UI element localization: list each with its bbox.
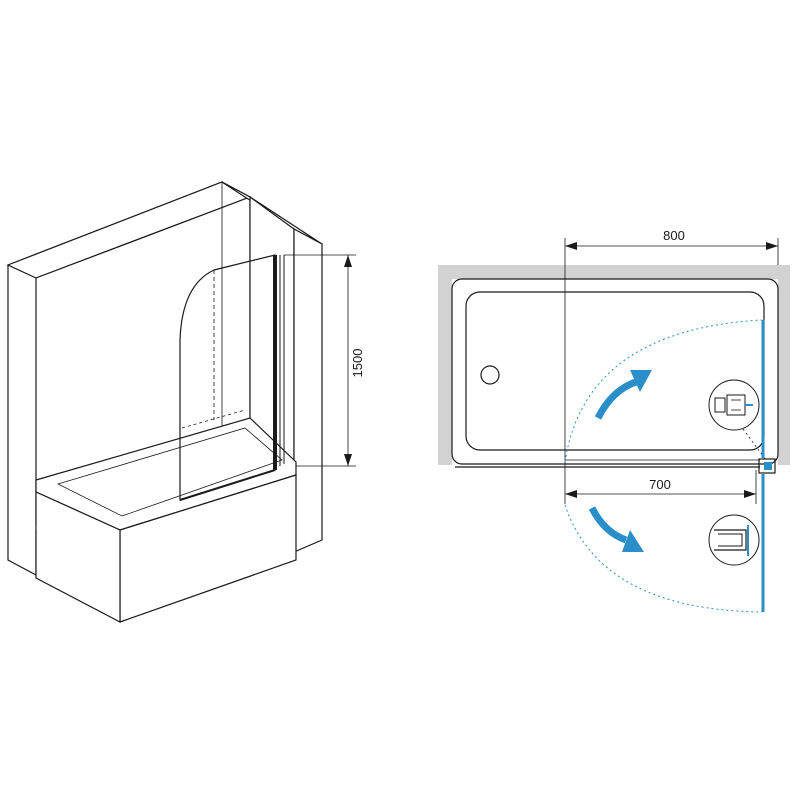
- side-wall-face: [293, 227, 323, 553]
- bath-screen-panel: [179, 254, 285, 501]
- isometric-view: 1500: [6, 181, 365, 623]
- plan-view: 800 700: [438, 228, 790, 613]
- bathtub-outer: [451, 278, 779, 465]
- swing-arrow-upper: [594, 370, 652, 420]
- swing-arc-lower: [564, 504, 763, 613]
- bathtub-inner: [56, 427, 283, 517]
- hinge-detail-icon: [708, 379, 760, 431]
- panel-width-label: 700: [649, 477, 671, 492]
- profile-detail-icon: [708, 514, 760, 566]
- bathtub-side-panel: [35, 491, 121, 623]
- wall-left: [438, 265, 452, 465]
- total-width-dimension: 800: [564, 228, 779, 467]
- side-wall-inner: [249, 195, 295, 463]
- glass-panel-plan: [758, 320, 776, 612]
- swing-arrow-lower: [588, 506, 644, 552]
- swing-arc-upper: [564, 319, 763, 463]
- drain-hole: [480, 365, 500, 385]
- wall-top: [438, 265, 790, 279]
- panel-width-dimension: 700: [564, 467, 757, 504]
- height-label: 1500: [350, 349, 365, 378]
- height-dimension: 1500: [284, 254, 365, 467]
- total-width-label: 800: [663, 228, 685, 243]
- wall-right: [778, 265, 790, 465]
- bathtub-basin: [465, 291, 765, 451]
